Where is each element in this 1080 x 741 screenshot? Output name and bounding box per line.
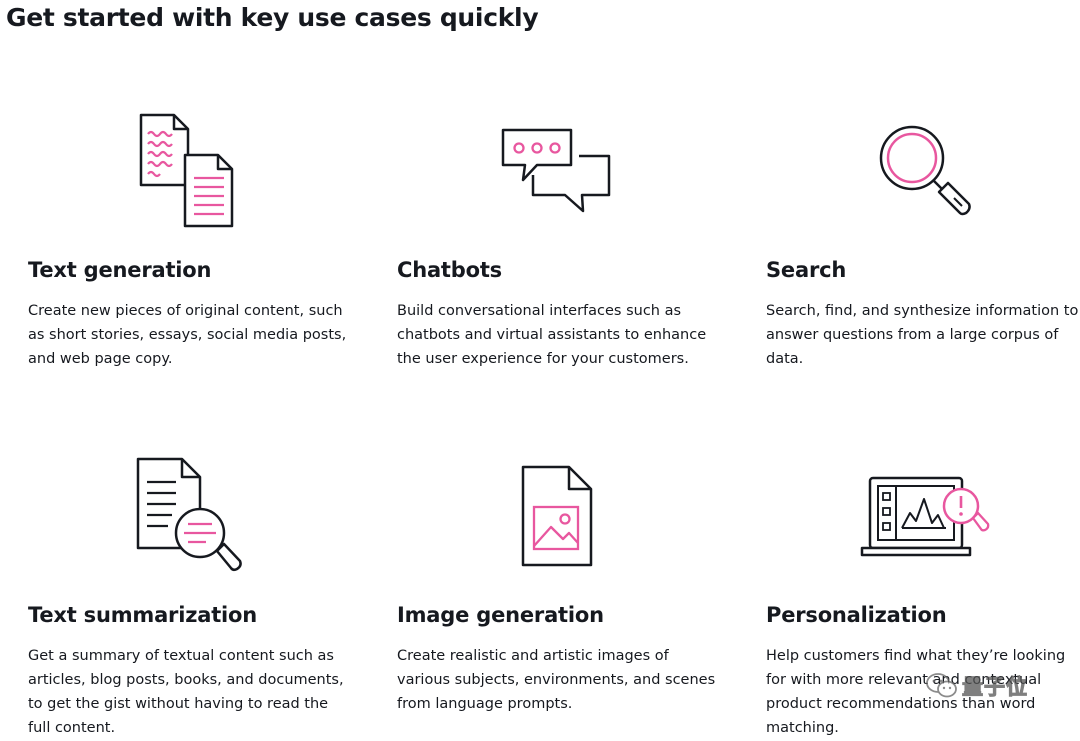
documents-icon: [139, 113, 234, 228]
card-description: Build conversational interfaces such as …: [397, 303, 707, 367]
image-file-icon: [521, 465, 593, 567]
card-title: Text summarization: [28, 603, 258, 627]
card-description: Search, find, and synthesize information…: [766, 303, 1079, 367]
chat-bubbles-icon: [501, 128, 611, 213]
document-magnifier-icon: [136, 457, 242, 572]
card-title: Search: [766, 258, 847, 282]
card-title: Image generation: [397, 603, 604, 627]
card-title: Personalization: [766, 603, 947, 627]
wechat-icon: [926, 673, 957, 698]
card-description: Help customers find what they’re looking…: [766, 648, 1066, 736]
watermark-text: 量子位: [962, 675, 1028, 700]
laptop-analytics-icon: [860, 476, 990, 557]
card-title: Text generation: [28, 258, 212, 282]
card-description: Create realistic and artistic images of …: [397, 648, 716, 712]
card-description: Create new pieces of original content, s…: [28, 303, 347, 367]
page-title: Get started with key use cases quickly: [6, 3, 539, 32]
card-title: Chatbots: [397, 258, 502, 282]
watermark: 量子位: [926, 671, 1028, 701]
magnifier-icon: [879, 125, 971, 216]
card-description: Get a summary of textual content such as…: [28, 648, 344, 736]
